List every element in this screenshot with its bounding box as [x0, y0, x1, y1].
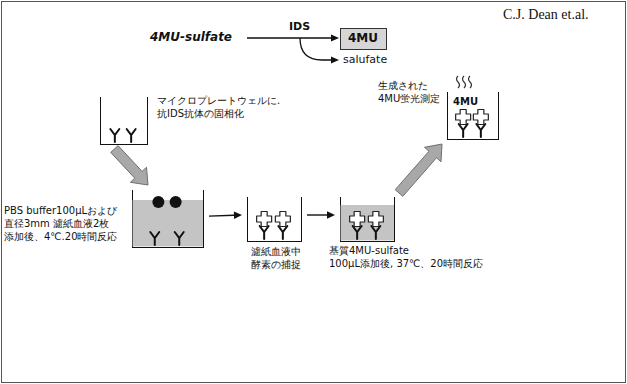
arrow-body	[111, 146, 148, 185]
antibody-symbol	[260, 226, 269, 239]
arrow-head	[331, 57, 339, 64]
enzyme-symbol	[276, 212, 291, 227]
arrow-head	[234, 212, 242, 220]
step-note: PBS buffer100μLおよび 直径3mm 濾紙血液2枚 添加後、4℃.2…	[4, 204, 130, 243]
step-note: 4MU	[453, 95, 493, 108]
microplate-well: 生成された 4MU蛍光測定4MU	[447, 92, 499, 140]
step-note: 濾紙血液中 酵素の捕捉	[244, 245, 308, 271]
process-arrow	[111, 146, 148, 185]
microplate-well: 濾紙血液中 酵素の捕捉	[247, 197, 302, 242]
step-note: マイクロプレートウェルに. 抗IDS抗体の固相化	[157, 94, 291, 120]
antibody-symbol	[372, 226, 381, 239]
well-illustration	[246, 197, 301, 242]
antibody-symbol	[151, 232, 160, 245]
enzyme-label: IDS	[289, 20, 310, 34]
fluorescence-wave	[469, 76, 472, 88]
antibody-symbol	[477, 124, 486, 137]
arrow-line	[307, 214, 327, 215]
enzyme-symbol	[257, 212, 272, 227]
microplate-well: PBS buffer100μLおよび 直径3mm 濾紙血液2枚 添加後、4℃.2…	[132, 190, 204, 248]
microplate-well: 基質4MU-sulfate 100μL添加後, 37℃、20時間反応	[340, 197, 395, 242]
fluorescence-wave	[457, 76, 460, 88]
fluorescence-wave	[463, 76, 466, 88]
branch-arrow	[300, 38, 333, 60]
step-arrow	[307, 211, 335, 219]
product-box: 4MU	[340, 28, 387, 50]
step-arrow	[209, 212, 242, 220]
well-illustration	[99, 97, 147, 145]
antibody-symbol	[279, 226, 288, 239]
liquid	[133, 200, 203, 246]
antibody-symbol	[111, 129, 120, 142]
arrow-head	[327, 211, 335, 219]
enzyme-symbol	[456, 110, 471, 125]
arrow-line	[209, 215, 234, 217]
step-note: 基質4MU-sulfate 100μL添加後, 37℃、20時間反応	[329, 244, 491, 270]
process-arrow	[395, 144, 442, 196]
substrate-label: 4MU-sulfate	[150, 30, 232, 46]
enzyme-symbol	[474, 110, 489, 125]
antibody-symbol	[175, 232, 184, 245]
filter-paper-disc	[153, 196, 165, 208]
enzyme-symbol	[350, 212, 365, 227]
well-illustration	[339, 197, 394, 242]
antibody-symbol	[459, 124, 468, 137]
product-label: salufate	[343, 53, 387, 67]
line-spacer	[433, 244, 491, 254]
step-note: 生成された 4MU蛍光測定	[378, 79, 444, 105]
well-illustration	[131, 190, 203, 248]
reaction-arrow	[247, 37, 332, 38]
author-credit: C.J. Dean et.al.	[503, 6, 589, 24]
filter-paper-disc	[170, 196, 182, 208]
arrow-head	[331, 35, 339, 42]
liquid	[341, 205, 394, 240]
antibody-symbol	[127, 129, 136, 142]
microplate-well: マイクロプレートウェルに. 抗IDS抗体の固相化	[100, 97, 148, 145]
enzyme-symbol	[369, 212, 384, 227]
antibody-symbol	[353, 226, 362, 239]
arrow-body	[395, 144, 442, 196]
box-label: 4MU	[341, 29, 386, 49]
